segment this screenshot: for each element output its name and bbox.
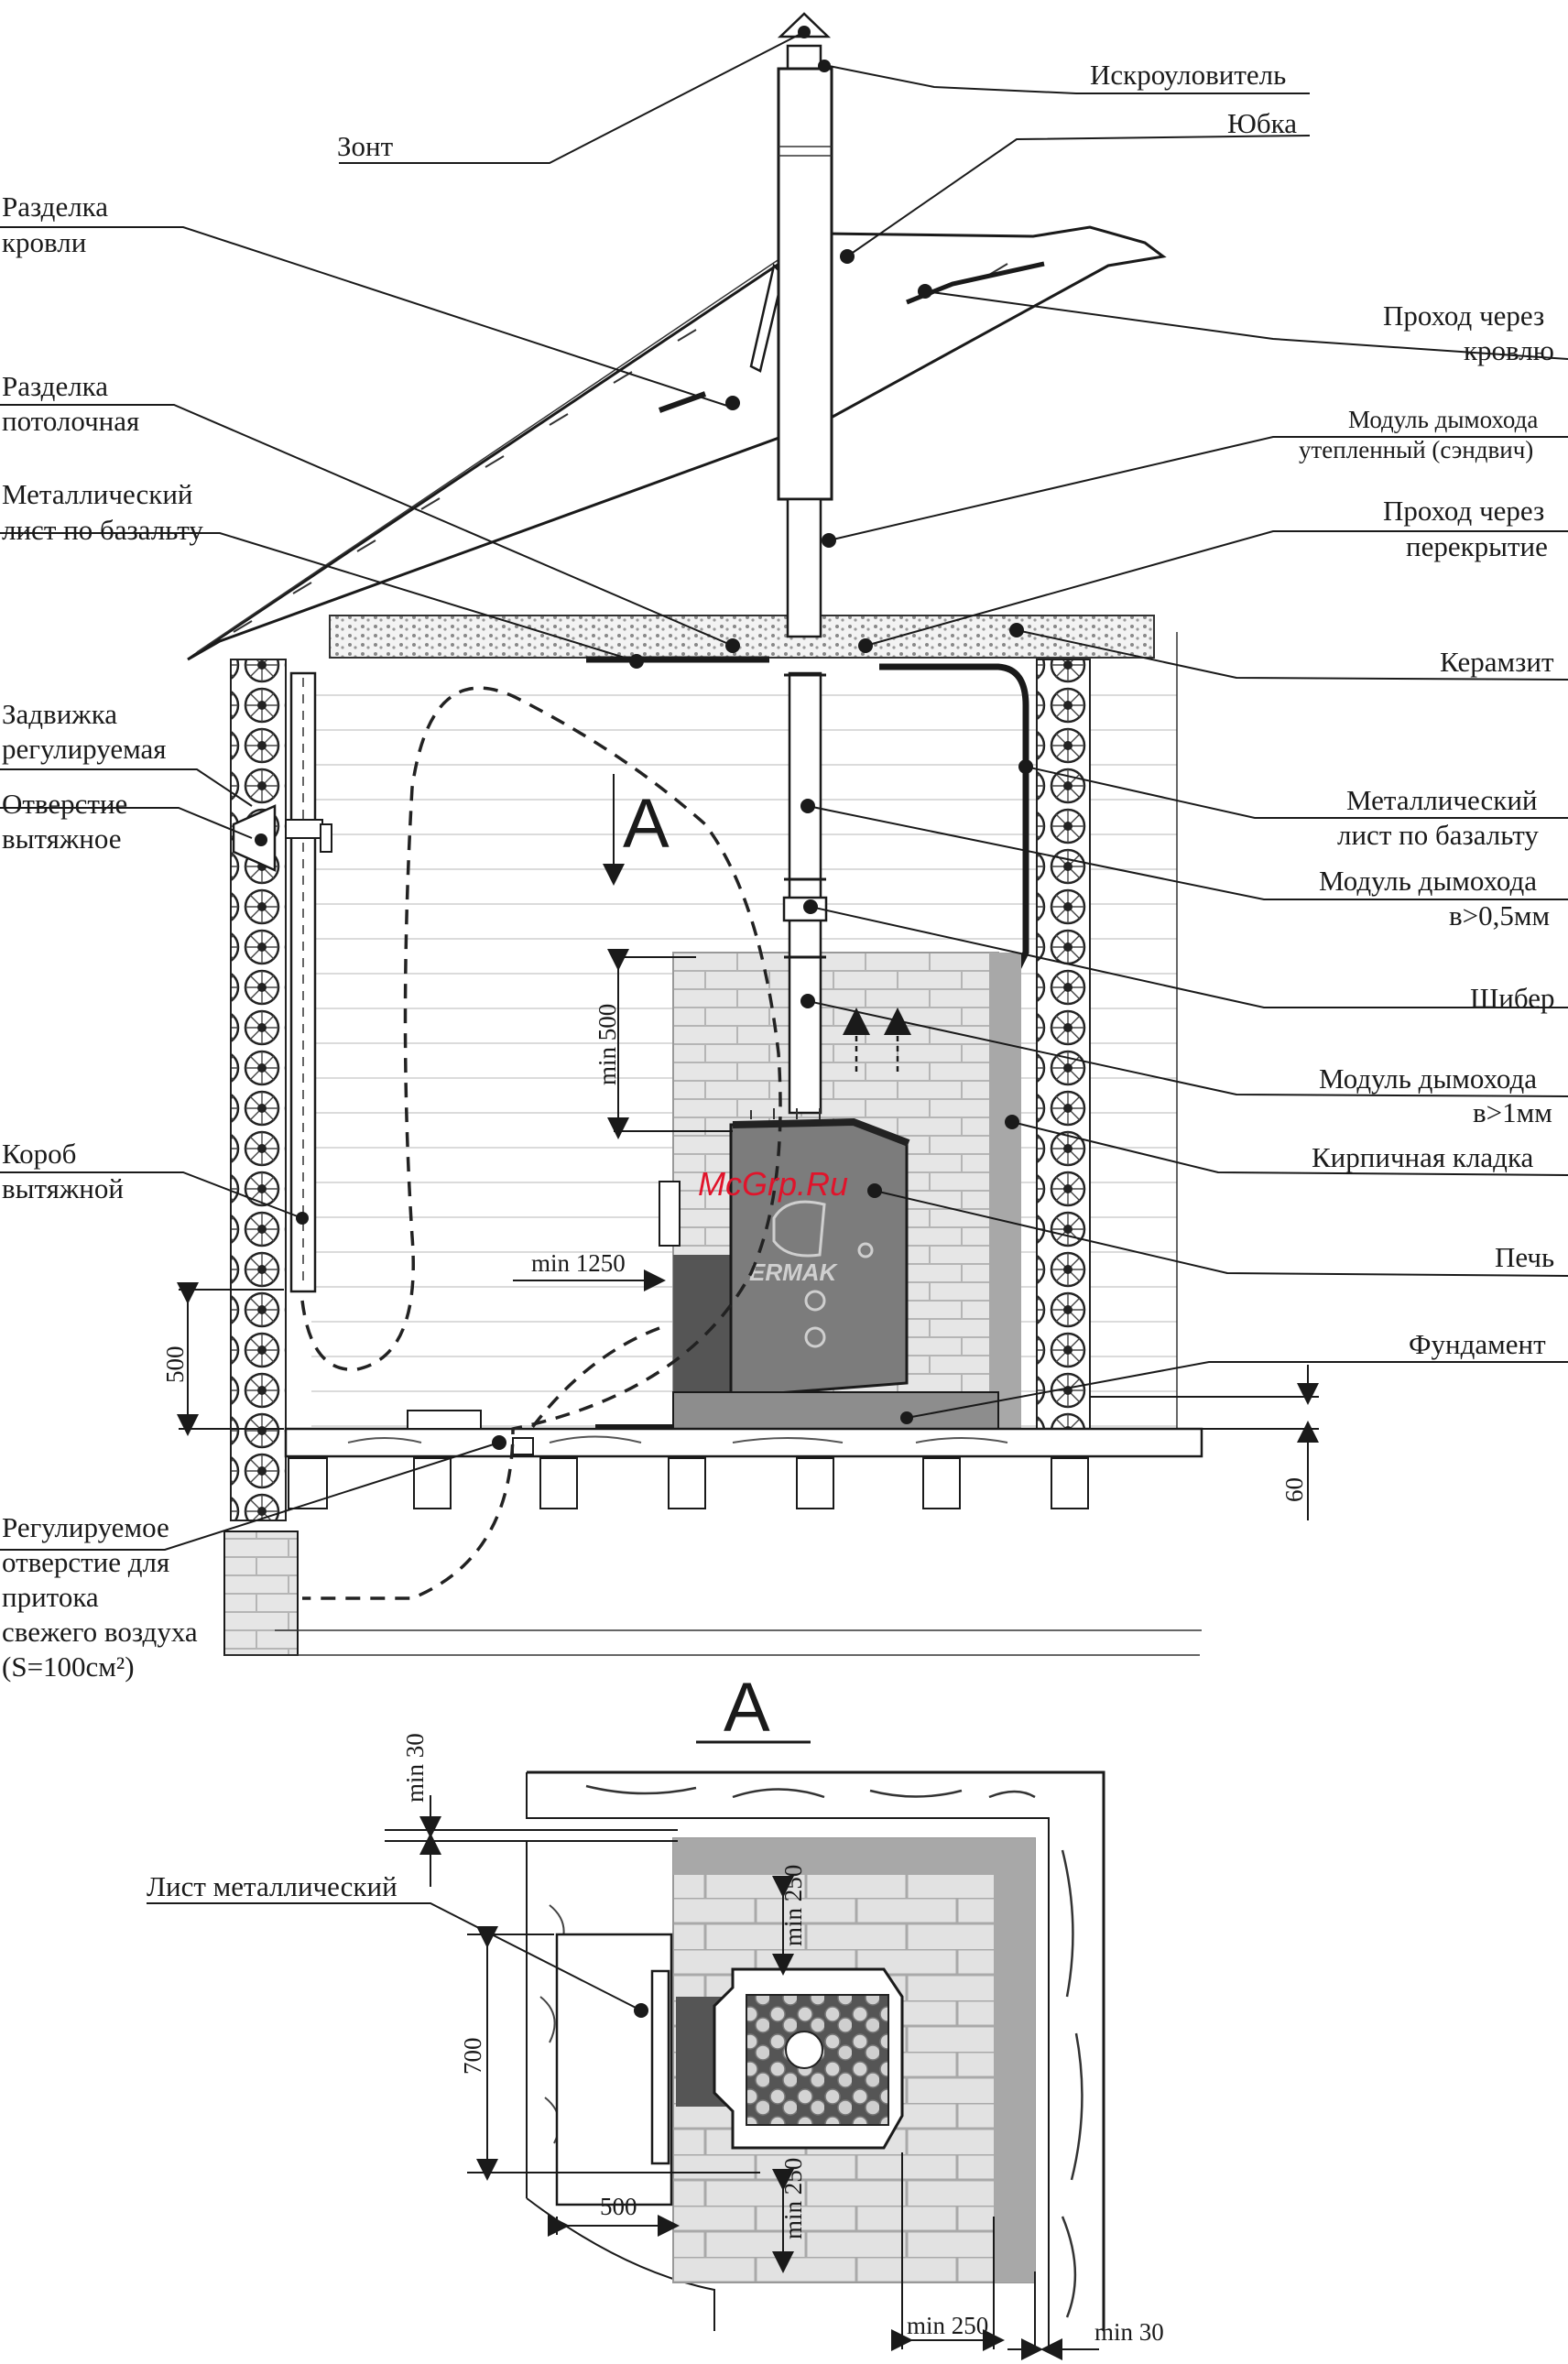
- label-prokhod-krovlya-2: кровлю: [1464, 334, 1554, 366]
- dim-700: 700: [459, 2038, 486, 2075]
- label-modul-uteplenny-2: утепленный (сэндвич): [1299, 436, 1533, 463]
- watermark: McGrp.Ru: [698, 1165, 848, 1203]
- label-prokhod-krovlya-1: Проход через: [1383, 300, 1544, 332]
- dim-min250-bottom: min 250: [907, 2312, 988, 2339]
- label-kirpich: Кирпичная кладка: [1312, 1141, 1534, 1173]
- dim-min30-bottom: min 30: [1094, 2318, 1164, 2346]
- label-modul-1-1: Модуль дымохода: [1319, 1062, 1537, 1095]
- label-metall-list-right-1: Металлический: [1346, 784, 1538, 816]
- plan-stove: [676, 1967, 904, 2150]
- label-modul-05-2: в>0,5мм: [1449, 899, 1550, 931]
- label-metall-list-right-2: лист по базальту: [1337, 819, 1539, 851]
- label-reg-otv-3: притока: [2, 1581, 99, 1613]
- label-otverstie-2: вытяжное: [2, 822, 122, 855]
- label-razdelka-krovli-1: Разделка: [2, 191, 108, 223]
- label-metall-list-left-1: Металлический: [2, 478, 193, 510]
- dim-500-left: 500: [161, 1346, 189, 1384]
- label-zadvizhka-2: регулируемая: [2, 733, 167, 765]
- leader-lines: [0, 26, 1568, 1551]
- foundation-blocks: [223, 1531, 299, 1656]
- label-list-metall: Лист металлический: [147, 1870, 397, 1902]
- dim-min500: min 500: [593, 1004, 621, 1085]
- label-reg-otv-1: Регулируемое: [2, 1511, 169, 1543]
- label-fundament: Фундамент: [1409, 1328, 1546, 1360]
- stove-brand: ERMAK: [749, 1258, 839, 1286]
- label-iskrouloviel: Искроуловитель: [1090, 59, 1286, 91]
- label-otverstie-1: Отверстие: [2, 788, 127, 820]
- label-yubka: Юбка: [1227, 107, 1297, 139]
- dim-min250-b: min 250: [779, 2158, 807, 2239]
- label-keramzit: Керамзит: [1440, 646, 1554, 678]
- dim-500-bottom: 500: [600, 2193, 637, 2220]
- chimney-pipe: [777, 12, 833, 1115]
- label-razdelka-krovli-2: кровли: [2, 226, 86, 258]
- label-razdelka-pot-1: Разделка: [2, 370, 108, 402]
- right-log-wall: [1036, 659, 1091, 1430]
- label-zadvizhka-1: Задвижка: [2, 698, 117, 730]
- leader-list-metall: [147, 1902, 642, 2011]
- section-mark-top: А: [623, 785, 670, 863]
- label-prokhod-perekr-2: перекрытие: [1406, 530, 1548, 562]
- dim-min30-top: min 30: [401, 1733, 429, 1803]
- dim-min1250: min 1250: [531, 1249, 626, 1277]
- label-zont: Зонт: [337, 130, 394, 162]
- floor: [284, 1410, 1203, 1509]
- label-reg-otv-5: (S=100см²): [2, 1650, 135, 1683]
- label-korob-1: Короб: [2, 1138, 76, 1170]
- roof: [187, 225, 1167, 661]
- dim-60: 60: [1280, 1477, 1308, 1502]
- section-mark-bottom: А: [724, 1669, 770, 1747]
- label-metall-list-left-2: лист по базальту: [2, 514, 203, 546]
- heat-arrows: [843, 1008, 911, 1072]
- exhaust-box: [232, 671, 332, 1293]
- metal-sheet-right: [879, 663, 1029, 973]
- label-korob-2: вытяжной: [2, 1172, 124, 1204]
- label-razdelka-pot-2: потолочная: [2, 405, 139, 437]
- label-modul-05-1: Модуль дымохода: [1319, 865, 1537, 897]
- label-shiber: Шибер: [1470, 982, 1555, 1014]
- label-reg-otv-2: отверстие для: [2, 1546, 169, 1578]
- label-modul-1-2: в>1мм: [1473, 1096, 1552, 1128]
- dimension-lines: [177, 774, 1319, 1520]
- stove: [659, 1108, 999, 1432]
- label-prokhod-perekr-1: Проход через: [1383, 495, 1544, 527]
- left-log-wall: [230, 659, 287, 1521]
- label-reg-otv-4: свежего воздуха: [2, 1616, 198, 1648]
- plan-dimension-lines: [385, 1795, 1099, 2360]
- label-pech: Печь: [1495, 1241, 1554, 1273]
- label-modul-uteplenny-1: Модуль дымохода: [1348, 406, 1538, 433]
- dim-min250-a: min 250: [779, 1865, 807, 1946]
- airflow: [300, 686, 782, 1600]
